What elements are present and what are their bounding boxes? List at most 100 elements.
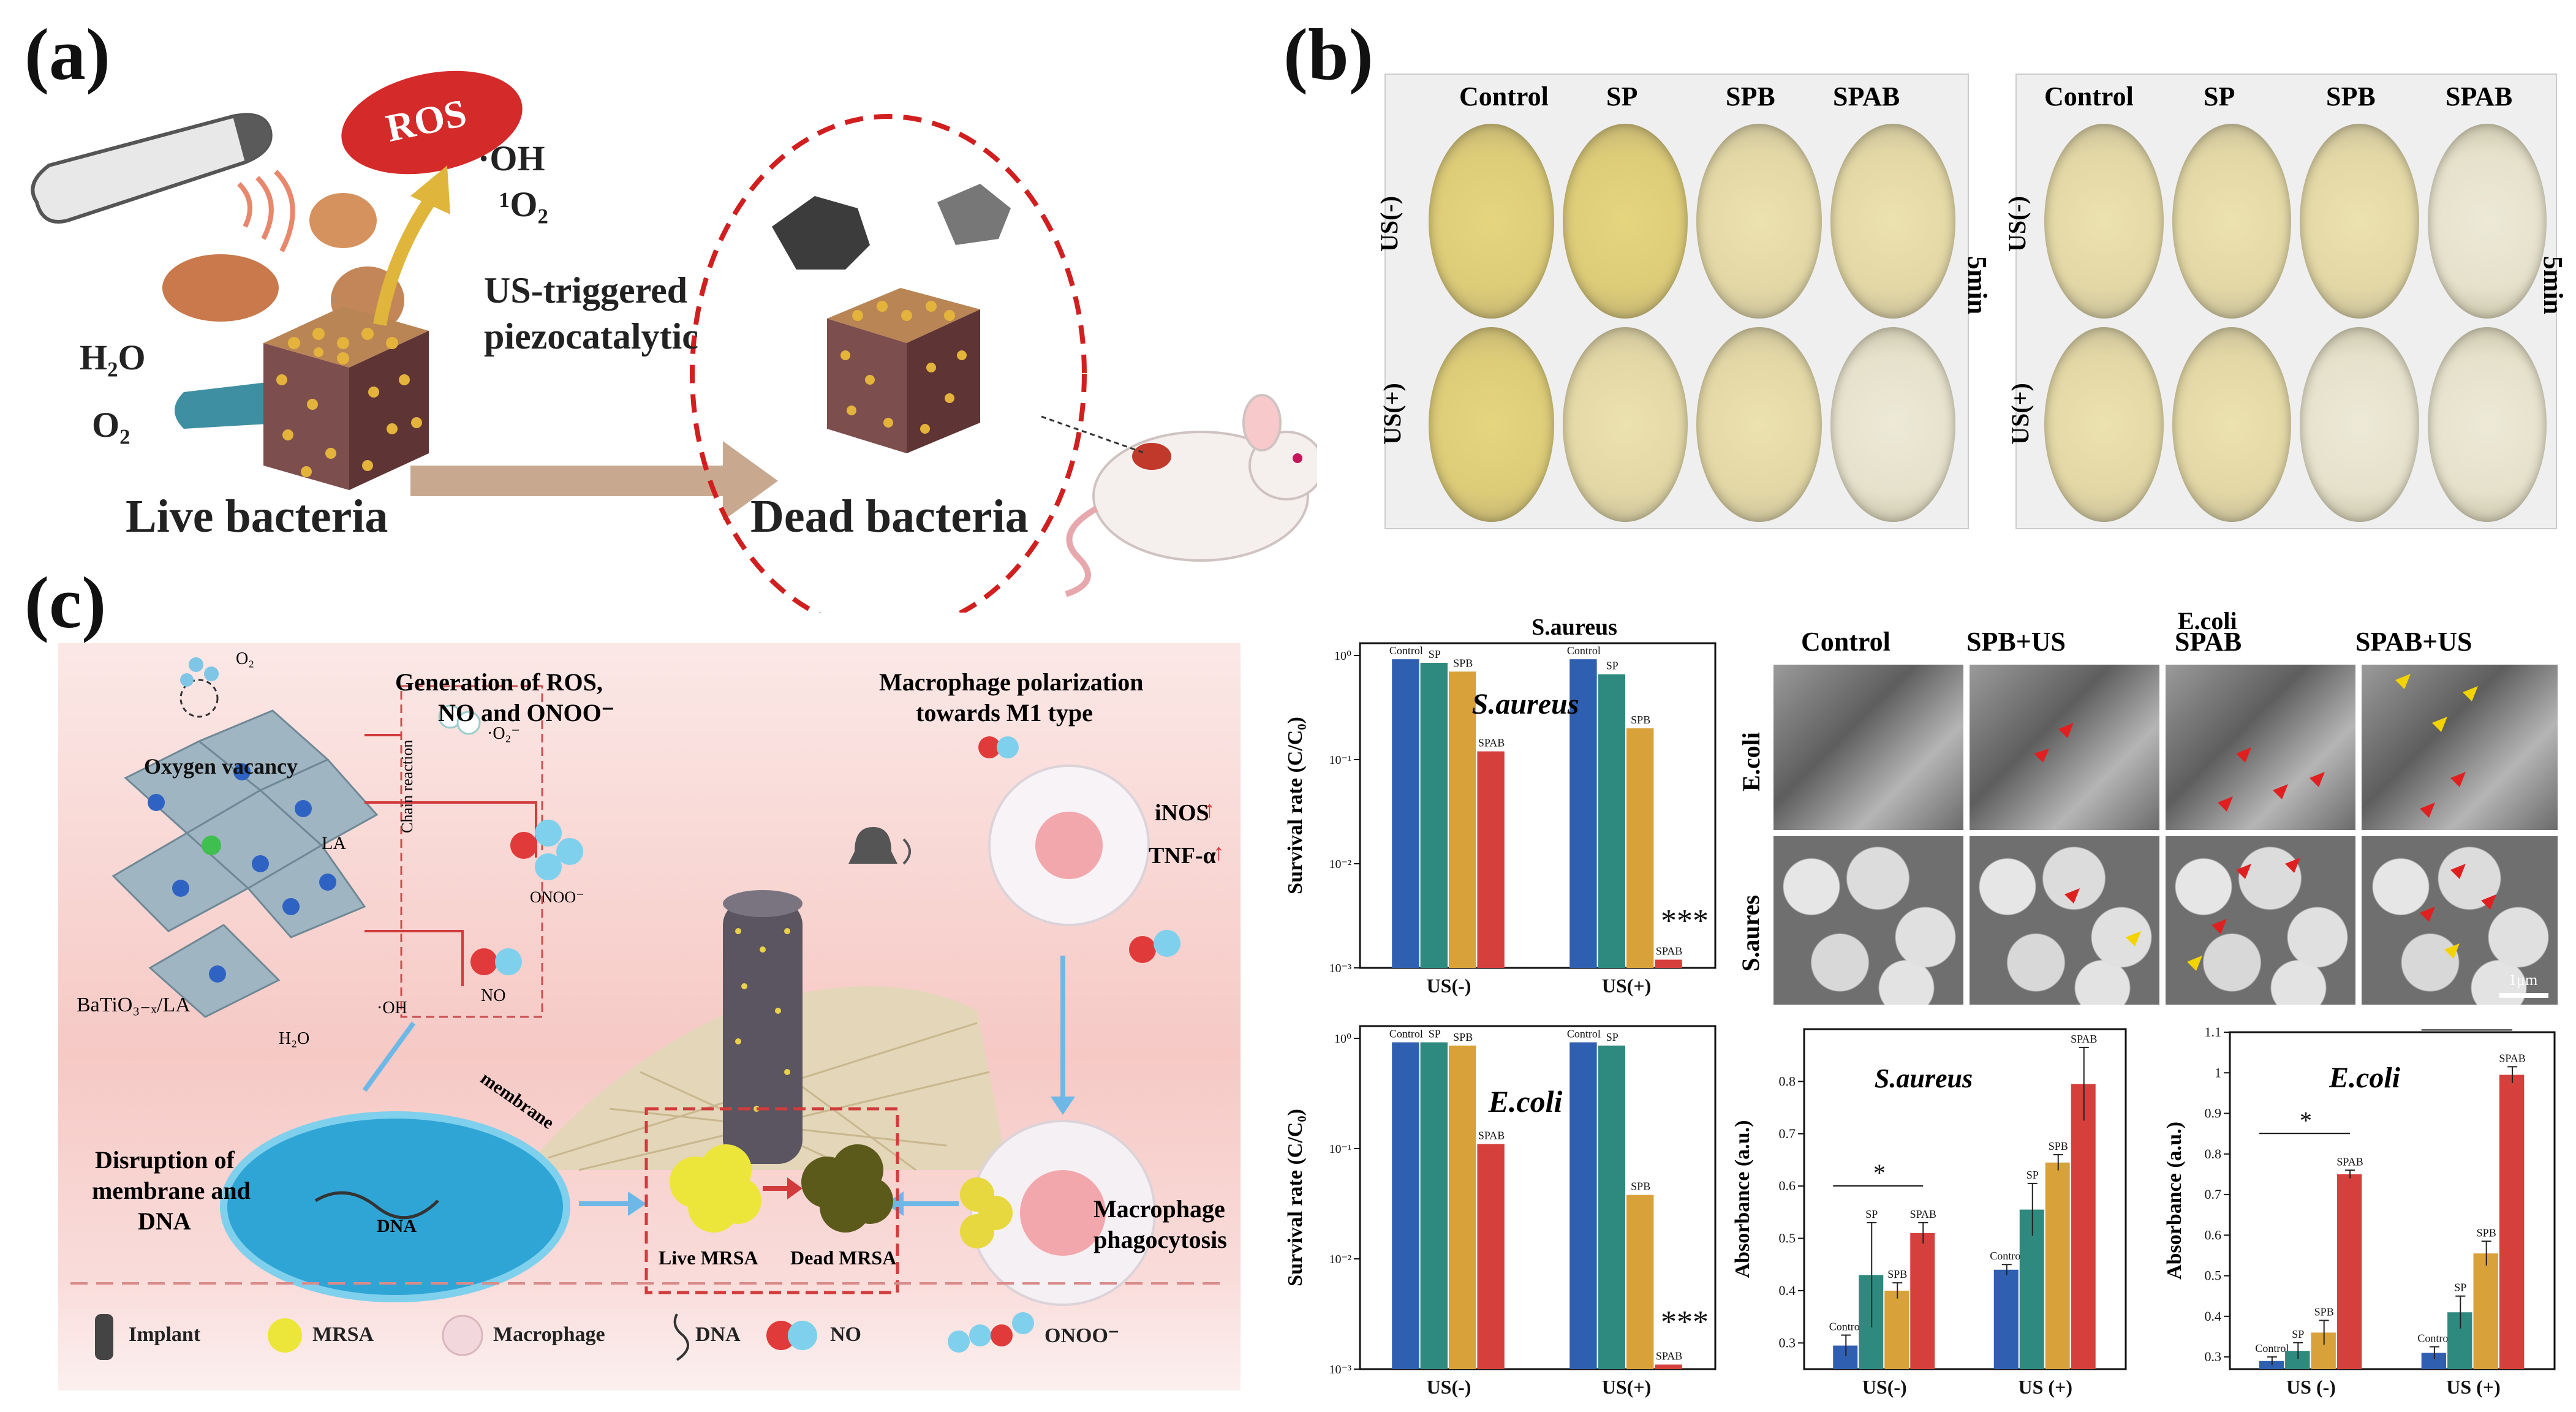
y-tick-label: 10⁻¹ bbox=[1329, 1142, 1351, 1156]
plate-group-left: Control SP SPB SPAB US(-) US(+) bbox=[1375, 74, 1969, 529]
tnf-up-arrow: ↑ bbox=[1213, 840, 1225, 866]
bar bbox=[1392, 1042, 1419, 1369]
bar bbox=[2019, 1209, 2044, 1369]
chart-title: S.aureus bbox=[1532, 614, 1617, 640]
y-tick-label: 0.6 bbox=[1779, 1178, 1796, 1193]
panel-a-illustration bbox=[31, 70, 1317, 613]
bar-tag: SPB bbox=[1631, 714, 1650, 726]
time-label: 5min bbox=[1962, 255, 1993, 315]
crystal-lattice bbox=[111, 709, 379, 1018]
bar-tag: Control bbox=[2417, 1332, 2451, 1345]
y-axis-label: Absorbance (a.u.) bbox=[1731, 1120, 1754, 1278]
generation-title-line1: Generation of ROS, bbox=[395, 668, 603, 696]
oxygen-small-label: O₂ bbox=[236, 649, 254, 668]
petri-dish bbox=[1429, 124, 1554, 319]
time-label: 5min bbox=[2538, 255, 2569, 315]
plot-frame bbox=[1359, 1025, 1717, 1370]
plate-col-label: SPB bbox=[2326, 81, 2376, 111]
y-tick-label: 0.3 bbox=[2205, 1349, 2222, 1364]
sem-image bbox=[1773, 665, 1963, 830]
plate-row-label: US(+) bbox=[2006, 383, 2034, 445]
petri-dish bbox=[2044, 124, 2164, 319]
y-tick-label: 1 bbox=[2215, 1065, 2221, 1080]
bar bbox=[1655, 959, 1682, 968]
bar-tag: SPB bbox=[1453, 1031, 1473, 1043]
arrow-caption-line2: piezocatalytic bbox=[484, 316, 698, 357]
chart-inset-label: S.aureus bbox=[1875, 1063, 1973, 1093]
bar-tag: SPB bbox=[2477, 1226, 2496, 1239]
chain-reaction-label: Chain reaction bbox=[398, 739, 416, 833]
significance-mark: *** bbox=[1661, 1305, 1709, 1340]
plate-grid bbox=[2044, 124, 2547, 522]
bacteria-icon bbox=[162, 254, 279, 322]
bar-tag: SPAB bbox=[1656, 1350, 1682, 1362]
bar bbox=[1449, 1045, 1476, 1369]
petri-dish bbox=[2172, 327, 2291, 522]
y-tick-label: 10⁻³ bbox=[1329, 1363, 1351, 1376]
mrsa-legend-icon bbox=[268, 1318, 302, 1353]
y-tick-label: 0.8 bbox=[2205, 1146, 2222, 1161]
bar-tag: SPAB bbox=[1910, 1208, 1936, 1220]
petri-dish bbox=[1696, 327, 1822, 522]
bar bbox=[2421, 1353, 2447, 1369]
bar-tag: Control bbox=[1389, 644, 1423, 657]
onoo-label: ONOO⁻ bbox=[530, 888, 584, 906]
phagocytosis-line1: Macrophage bbox=[1093, 1195, 1225, 1223]
bar-tag: Control bbox=[1567, 644, 1601, 657]
category-label: US(-) bbox=[1427, 1376, 1471, 1398]
implant-rod-icon bbox=[723, 900, 803, 1164]
bar-tag: SP bbox=[1865, 1208, 1878, 1220]
arrow-caption-line1: US-triggered bbox=[484, 270, 688, 311]
no-molecule-icon bbox=[1129, 930, 1180, 963]
reaction-box bbox=[400, 685, 543, 1018]
legend-macrophage: Macrophage bbox=[493, 1323, 605, 1346]
bar-tag: SP bbox=[1606, 660, 1618, 672]
y-tick-label: 0.5 bbox=[2205, 1268, 2222, 1283]
petri-dish bbox=[1562, 327, 1688, 522]
sem-col-label: Control bbox=[1801, 627, 1890, 657]
disruption-line3: DNA bbox=[138, 1207, 191, 1235]
dead-fragment-icon bbox=[772, 196, 870, 270]
singlet-oxygen-label: ¹O₂ bbox=[499, 184, 548, 224]
y-tick-label: 10⁻¹ bbox=[1329, 753, 1351, 767]
mrsa-box bbox=[644, 1107, 899, 1294]
plate-col-label: SP bbox=[1606, 81, 1638, 111]
bar bbox=[1477, 751, 1505, 968]
y-tick-label: 0.5 bbox=[1779, 1231, 1796, 1246]
sem-col-label: SPAB+US bbox=[2355, 627, 2472, 657]
bacterial-cell-icon bbox=[220, 1111, 570, 1302]
y-tick-label: 0.7 bbox=[2205, 1187, 2222, 1202]
significance-mark: * bbox=[2300, 1106, 2312, 1134]
la-label: LA bbox=[322, 833, 346, 853]
inos-up-arrow: ↑ bbox=[1204, 797, 1215, 823]
bar-tag: SPB bbox=[2314, 1305, 2334, 1318]
y-tick-label: 10⁻² bbox=[1329, 1253, 1351, 1266]
sem-panel: Control SPB+US E.coli SPAB SPAB+US E.col… bbox=[1737, 606, 2567, 1011]
y-tick-label: 0.4 bbox=[2205, 1308, 2222, 1324]
sem-image bbox=[2362, 836, 2558, 1005]
plate-row-label: US(-) bbox=[2003, 195, 2031, 252]
bar bbox=[1449, 671, 1476, 968]
ros-arrow bbox=[373, 198, 435, 326]
plate-col-label: Control bbox=[2044, 81, 2134, 111]
water-label: H₂O bbox=[80, 338, 146, 377]
sem-image bbox=[1970, 665, 2159, 830]
petri-dish bbox=[1696, 124, 1822, 319]
bacteria-icon bbox=[309, 193, 377, 248]
bar-tag: SPAB bbox=[2499, 1052, 2525, 1064]
mouse-icon bbox=[1065, 394, 1317, 597]
vacancy-marker bbox=[179, 679, 219, 718]
no-label: NO bbox=[481, 986, 506, 1005]
petri-dish bbox=[2300, 124, 2419, 319]
legend-no: NO bbox=[830, 1323, 861, 1346]
bar bbox=[1884, 1290, 1909, 1369]
panel-b-letter: (b) bbox=[1283, 13, 1373, 95]
plate-col-label: SPAB bbox=[2446, 81, 2513, 111]
y-tick-label: 0.8 bbox=[1779, 1073, 1796, 1089]
bar-tag: SPB bbox=[1631, 1180, 1650, 1193]
sem-image bbox=[2362, 665, 2558, 830]
bato3-label: BaTiO₃₋ₓ/LA bbox=[77, 994, 191, 1016]
